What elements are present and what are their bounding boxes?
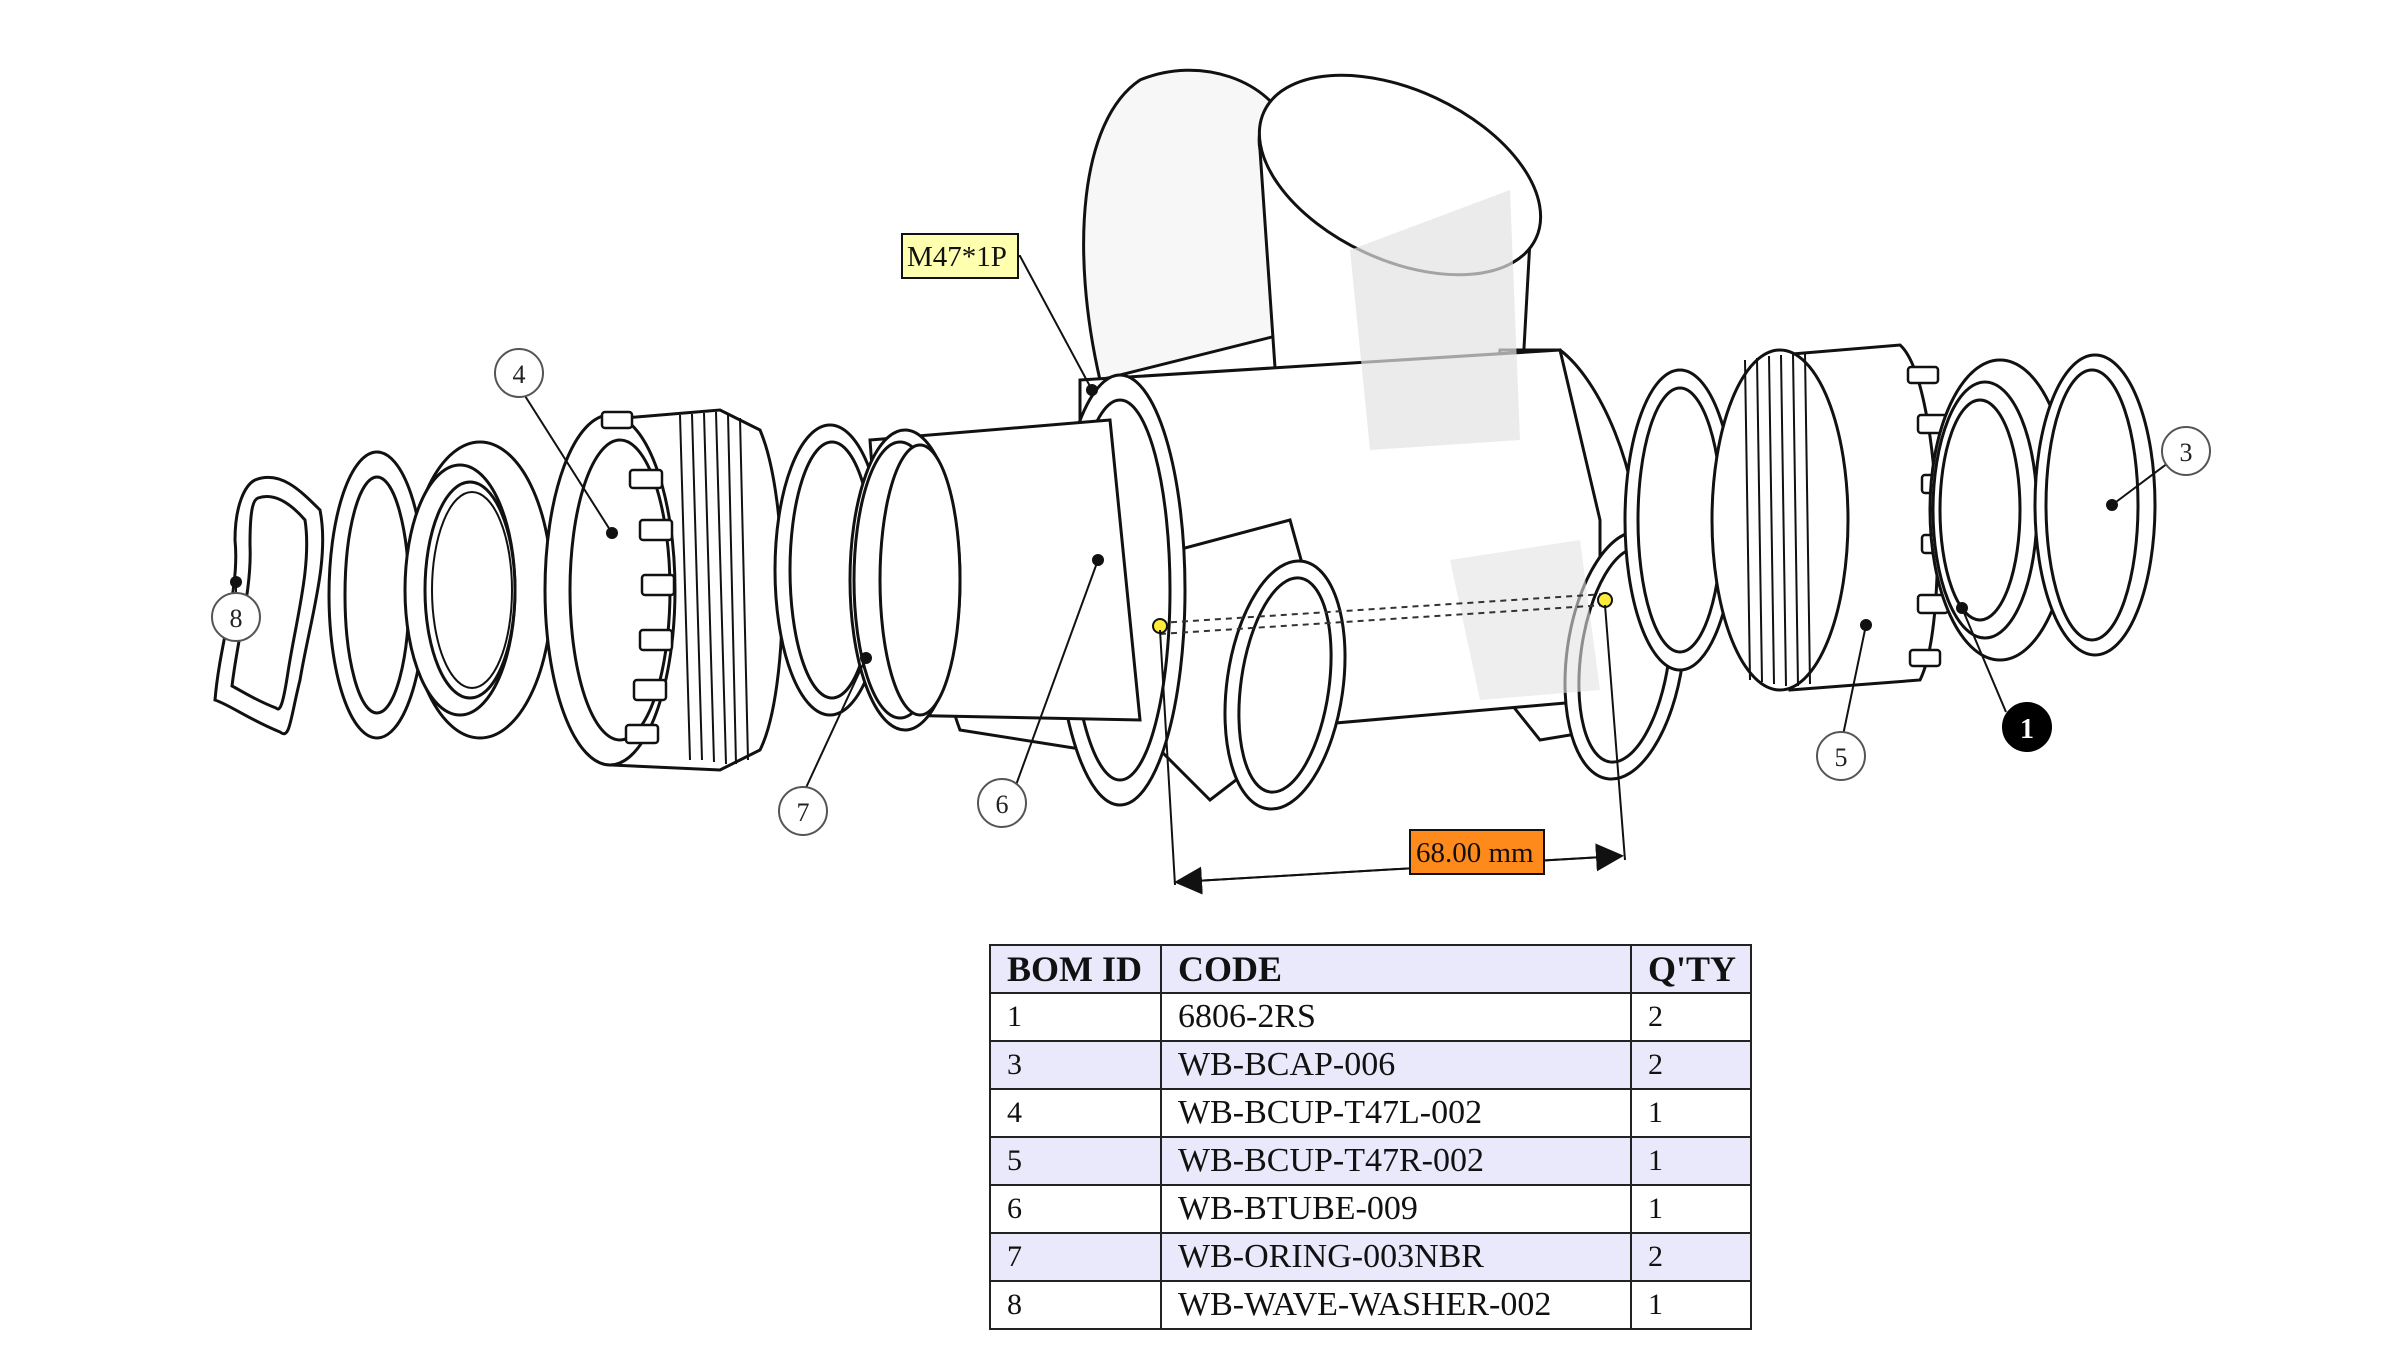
bb-tube-part-6 — [848, 418, 1142, 732]
bom-code-cell: 6806-2RS — [1160, 992, 1632, 1042]
dimension-label-box — [1409, 829, 1545, 875]
thread-leader — [1018, 255, 1093, 391]
frame-right-ring — [1623, 368, 1737, 672]
bom-qty-cell: 2 — [1629, 1232, 1753, 1282]
bom-qty-cell: 2 — [1629, 992, 1753, 1042]
svg-text:1: 1 — [2020, 714, 2034, 745]
bom-header-code: CODE — [1160, 944, 1632, 994]
bom-id-cell: 3 — [989, 1040, 1162, 1090]
svg-text:4: 4 — [513, 360, 526, 389]
bom-code-cell: WB-WAVE-WASHER-002 — [1160, 1280, 1632, 1330]
bom-table: BOM ID CODE Q'TY 1 6806-2RS 2 3 WB-BCAP-… — [989, 944, 1753, 1330]
bom-id-cell: 4 — [989, 1088, 1162, 1138]
table-row: 6 WB-BTUBE-009 1 — [989, 1184, 1753, 1234]
svg-text:5: 5 — [1835, 743, 1848, 772]
callout-leaders — [235, 387, 2173, 793]
callout-bubble-7: 7 — [778, 786, 828, 836]
bom-id-cell: 8 — [989, 1280, 1162, 1330]
bom-qty-cell: 1 — [1629, 1184, 1753, 1234]
bearing-part-1 — [1928, 358, 2072, 662]
svg-text:6: 6 — [996, 790, 1009, 819]
bom-id-cell: 5 — [989, 1136, 1162, 1186]
cap-part-3 — [2033, 353, 2157, 657]
svg-text:3: 3 — [2180, 438, 2193, 467]
table-row: 4 WB-BCUP-T47L-002 1 — [989, 1088, 1753, 1138]
thread-label: M47*1P — [907, 241, 1007, 273]
bom-qty-cell: 2 — [1629, 1040, 1753, 1090]
bom-header-id: BOM ID — [989, 944, 1162, 994]
svg-text:7: 7 — [797, 798, 810, 827]
bom-code-cell: WB-ORING-003NBR — [1160, 1232, 1632, 1282]
callout-bubble-4: 4 — [494, 348, 544, 398]
svg-text:8: 8 — [230, 604, 243, 633]
bom-code-cell: WB-BTUBE-009 — [1160, 1184, 1632, 1234]
bom-code-cell: WB-BCUP-T47R-002 — [1160, 1136, 1632, 1186]
callout-bubble-5: 5 — [1816, 731, 1866, 781]
measure-point-right — [1597, 592, 1613, 608]
bom-header-qty: Q'TY — [1629, 944, 1753, 994]
dimension-label: 68.00 mm — [1416, 837, 1534, 869]
right-cup-part-5 — [1710, 343, 1954, 692]
bom-qty-cell: 1 — [1629, 1136, 1753, 1186]
axis-dashed-lines — [1159, 593, 1606, 635]
callout-bubble-3: 3 — [2161, 426, 2211, 476]
thread-label-box — [901, 233, 1019, 279]
table-row: 1 6806-2RS 2 — [989, 992, 1753, 1042]
left-cup-part-4 — [543, 408, 784, 772]
callout-bubble-1: 1 — [2002, 702, 2052, 752]
callout-bubble-8: 8 — [211, 592, 261, 642]
wave-washer-part-8 — [213, 475, 325, 736]
bom-id-cell: 6 — [989, 1184, 1162, 1234]
table-row: 5 WB-BCUP-T47R-002 1 — [989, 1136, 1753, 1186]
bom-qty-cell: 1 — [1629, 1088, 1753, 1138]
bom-id-cell: 7 — [989, 1232, 1162, 1282]
bom-header-row: BOM ID CODE Q'TY — [989, 944, 1753, 994]
callout-bubble-6: 6 — [977, 778, 1027, 828]
left-flat-washer — [327, 450, 427, 740]
bom-qty-cell: 1 — [1629, 1280, 1753, 1330]
bom-id-cell: 1 — [989, 992, 1162, 1042]
table-row: 7 WB-ORING-003NBR 2 — [989, 1232, 1753, 1282]
bom-code-cell: WB-BCUP-T47L-002 — [1160, 1088, 1632, 1138]
table-row: 8 WB-WAVE-WASHER-002 1 — [989, 1280, 1753, 1330]
bom-code-cell: WB-BCAP-006 — [1160, 1040, 1632, 1090]
dimension-line — [1159, 604, 1626, 895]
table-row: 3 WB-BCAP-006 2 — [989, 1040, 1753, 1090]
left-bearing — [403, 440, 554, 740]
